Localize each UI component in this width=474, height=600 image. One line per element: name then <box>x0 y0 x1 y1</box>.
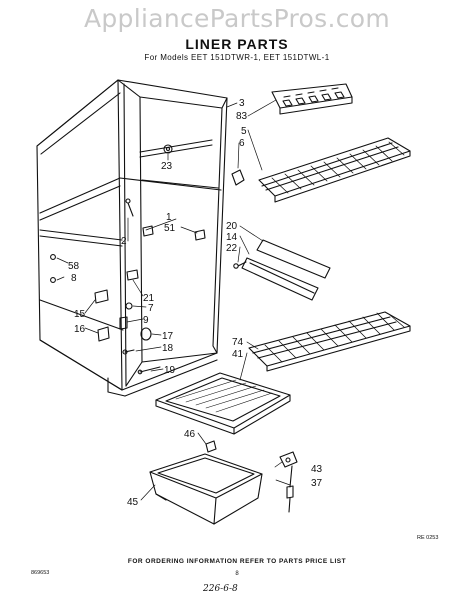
callout-19: 19 <box>164 365 176 376</box>
crisper-pan-cover <box>155 372 291 435</box>
callout-23: 23 <box>161 161 173 172</box>
cabinet-small-parts <box>50 144 206 375</box>
handwritten-code: 226-6-8 <box>203 584 238 594</box>
pan-support-clip <box>205 440 217 453</box>
model-subtitle: For Models EET 151DTWR-1, EET 151DTWL-1 <box>144 53 330 62</box>
callout-45: 45 <box>127 497 139 508</box>
callout-6: 6 <box>239 138 245 149</box>
upper-wire-shelf <box>258 137 411 203</box>
callout-58: 58 <box>68 261 80 272</box>
callout-51: 51 <box>164 223 176 234</box>
callout-37: 37 <box>311 478 323 489</box>
callout-16: 16 <box>74 324 86 335</box>
document-code: 869653 <box>31 570 50 576</box>
ordering-note: FOR ORDERING INFORMATION REFER TO PARTS … <box>127 558 347 565</box>
callout-22: 22 <box>226 243 238 254</box>
shelf-support-bracket <box>231 169 245 186</box>
page-number: 8 <box>235 571 239 577</box>
callout-74: 74 <box>232 337 244 348</box>
callout-7: 7 <box>148 303 154 314</box>
control-assembly <box>279 451 298 513</box>
callout-21: 21 <box>143 293 155 304</box>
ice-tray <box>271 83 353 115</box>
callout-8: 8 <box>71 273 77 284</box>
callout-20: 20 <box>226 221 238 232</box>
drawing-code: RE 0253 <box>417 535 439 541</box>
callout-9: 9 <box>143 315 149 326</box>
callout-18: 18 <box>162 343 174 354</box>
liner-cabinet <box>36 79 228 397</box>
watermark: AppliancePartsPros.com <box>83 4 391 33</box>
callout-15: 15 <box>74 309 86 320</box>
callout-41: 41 <box>232 349 244 360</box>
callout-83: 83 <box>236 111 248 122</box>
page-title: LINER PARTS <box>185 36 289 52</box>
callout-17: 17 <box>162 331 174 342</box>
callout-leaders <box>56 99 291 501</box>
callout-2: 2 <box>121 236 127 247</box>
callout-5: 5 <box>241 126 247 137</box>
callout-14: 14 <box>226 232 238 243</box>
callout-1: 1 <box>166 212 172 223</box>
callout-43: 43 <box>311 464 323 475</box>
crisper-drawer <box>149 453 263 525</box>
callout-46: 46 <box>184 429 196 440</box>
callout-labels: 3 83 5 6 23 1 51 2 20 14 22 58 8 21 7 9 … <box>68 98 323 508</box>
shelf-rail-assembly <box>233 239 331 301</box>
callout-3: 3 <box>239 98 245 109</box>
lower-wire-shelf <box>248 311 411 372</box>
